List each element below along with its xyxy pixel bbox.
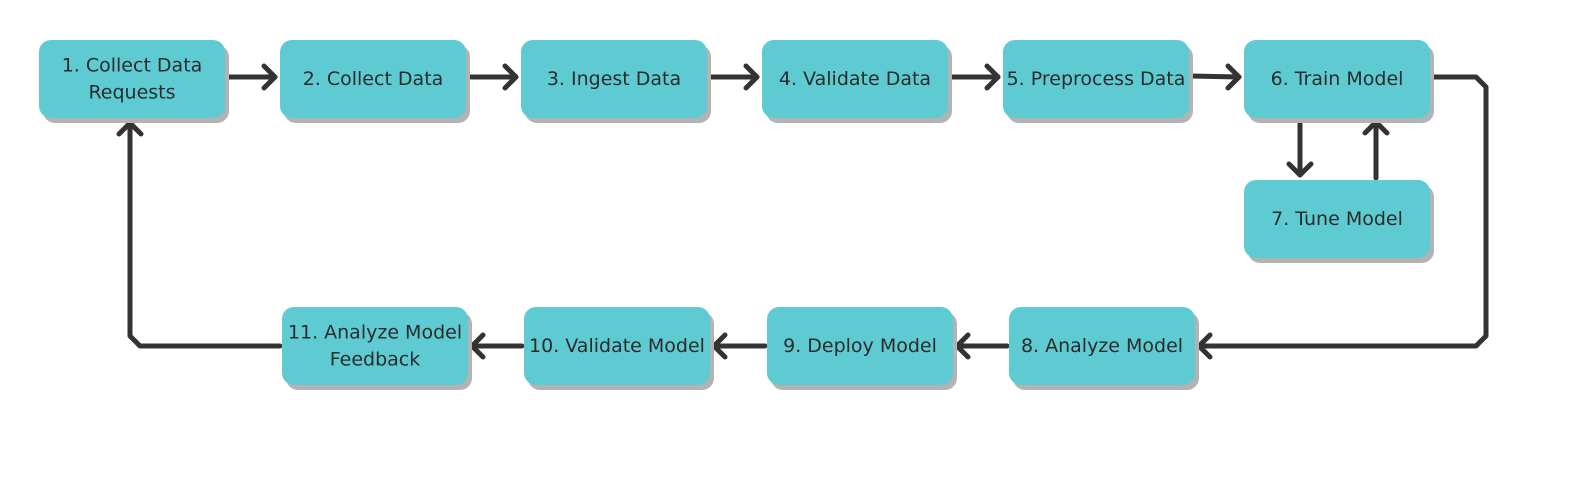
edge-validate-model-to-analyze-model-feedback xyxy=(469,332,525,360)
node-box xyxy=(1244,180,1430,258)
node-preprocess-data: 5. Preprocess Data xyxy=(1003,40,1193,123)
node-label: 1. Collect Data xyxy=(62,55,203,77)
node-box xyxy=(521,40,707,118)
node-tune-model: 7. Tune Model xyxy=(1244,180,1434,263)
node-box xyxy=(280,40,466,118)
node-box xyxy=(762,40,948,118)
node-label: 7. Tune Model xyxy=(1271,208,1403,230)
node-label: 4. Validate Data xyxy=(779,68,931,90)
node-train-model: 6. Train Model xyxy=(1244,40,1434,123)
node-box xyxy=(1003,40,1189,118)
node-label: 9. Deploy Model xyxy=(783,335,937,357)
edge-ingest-data-to-validate-data xyxy=(705,63,760,91)
node-label: Requests xyxy=(88,82,175,104)
node-label: 6. Train Model xyxy=(1271,68,1404,90)
arrowhead xyxy=(1225,63,1242,91)
edge-train-model-to-tune-model xyxy=(1286,119,1314,178)
edge-analyze-model-to-deploy-model xyxy=(954,332,1010,360)
arrowhead xyxy=(502,63,519,91)
edge-tune-model-to-train-model xyxy=(1362,119,1390,181)
arrowhead xyxy=(1286,161,1314,178)
node-label: 8. Analyze Model xyxy=(1021,335,1183,357)
node-box xyxy=(1009,307,1195,385)
node-label: Feedback xyxy=(330,349,420,371)
connector-line xyxy=(127,120,283,349)
node-box xyxy=(282,307,468,385)
node-box xyxy=(524,307,710,385)
node-box xyxy=(1244,40,1430,118)
node-collect-data: 2. Collect Data xyxy=(280,40,470,123)
node-analyze-model: 8. Analyze Model xyxy=(1009,307,1199,390)
node-ingest-data: 3. Ingest Data xyxy=(521,40,711,123)
node-label: 5. Preprocess Data xyxy=(1007,68,1186,90)
edge-deploy-model-to-validate-model xyxy=(711,332,768,360)
edge-validate-data-to-preprocess-data xyxy=(946,63,1001,91)
edge-collect-data-requests-to-collect-data xyxy=(223,63,278,91)
node-label: 11. Analyze Model xyxy=(288,322,462,344)
node-box xyxy=(767,307,953,385)
node-validate-data: 4. Validate Data xyxy=(762,40,952,123)
node-label: 2. Collect Data xyxy=(303,68,444,90)
node-deploy-model: 9. Deploy Model xyxy=(767,307,957,390)
edge-analyze-model-feedback-to-collect-data-requests xyxy=(116,120,283,349)
node-box xyxy=(39,40,225,118)
arrowhead xyxy=(743,63,760,91)
node-label: 3. Ingest Data xyxy=(547,68,681,90)
node-label: 10. Validate Model xyxy=(529,335,705,357)
connector-line xyxy=(1196,74,1489,349)
edge-collect-data-to-ingest-data xyxy=(464,63,519,91)
arrowhead xyxy=(261,63,278,91)
edge-preprocess-data-to-train-model xyxy=(1187,63,1242,91)
node-validate-model: 10. Validate Model xyxy=(524,307,714,390)
connector-line xyxy=(1187,73,1242,80)
arrowhead xyxy=(984,63,1001,91)
